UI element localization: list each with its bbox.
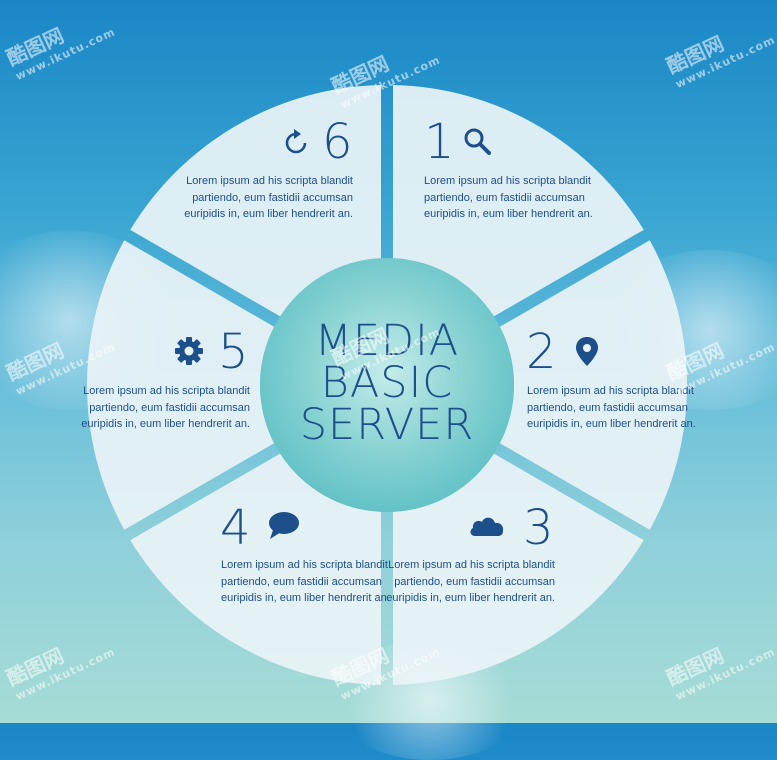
search-icon	[464, 128, 491, 155]
segment-6-text: Lorem ipsum ad his scripta blandit parti…	[184, 175, 353, 220]
ring-segment-3	[130, 453, 382, 685]
ring-segment-4	[87, 240, 275, 530]
segment-4-text: Lorem ipsum ad his scripta blandit parti…	[221, 559, 390, 604]
segment-2-number: 2	[526, 324, 557, 380]
ring-segment-6	[392, 85, 644, 317]
segment-4-number: 4	[220, 500, 251, 556]
gear-icon	[175, 337, 203, 365]
segment-3-text: Lorem ipsum ad his scripta blandit parti…	[386, 559, 555, 604]
hub-title: MEDIA BASIC SERVER	[280, 316, 494, 450]
ring-segment-5	[130, 85, 382, 317]
segment-2-text: Lorem ipsum ad his scripta blandit parti…	[527, 385, 696, 430]
segment-5-text: Lorem ipsum ad his scripta blandit parti…	[81, 385, 250, 430]
ring-segment-2	[392, 453, 644, 685]
segment-5-number: 5	[218, 324, 249, 380]
hub-title-line-2: BASIC	[320, 358, 454, 408]
hub-title-line-3: SERVER	[299, 400, 475, 450]
segment-1-number: 1	[424, 114, 455, 170]
cloud-icon	[470, 517, 504, 536]
segment-3-number: 3	[523, 500, 554, 556]
ring-segment-1	[499, 240, 687, 530]
ring-diagram	[87, 85, 687, 685]
speech-bubble-icon	[269, 512, 299, 539]
segment-6-number: 6	[322, 114, 353, 170]
hub-title-line-1: MEDIA	[314, 316, 460, 366]
refresh-icon	[285, 129, 307, 154]
segment-1-text: Lorem ipsum ad his scripta blandit parti…	[424, 175, 593, 220]
location-pin-icon	[576, 337, 598, 366]
hub-circle	[260, 258, 514, 512]
